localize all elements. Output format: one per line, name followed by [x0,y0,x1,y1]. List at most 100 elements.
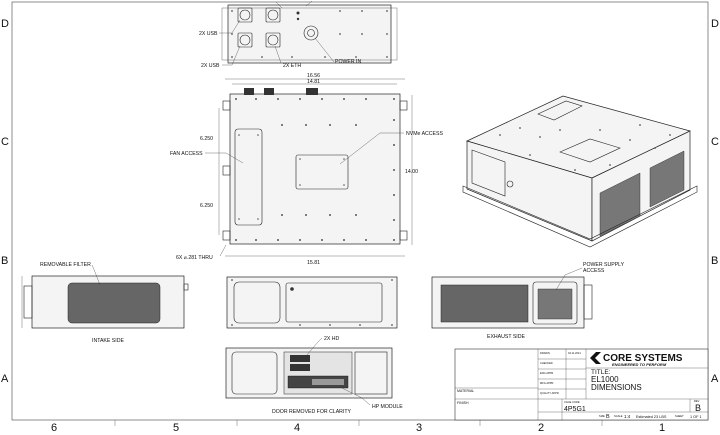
zone-row-d-right: D [711,18,719,30]
leader-line [274,45,282,64]
tb-drawn: DRAWN [540,351,550,355]
center-side-plate [226,276,398,329]
tb-material: MATERIAL [457,389,474,393]
exhaust-side-view: POWER SUPPLY ACCESS EXHAUST SIDE [431,262,625,340]
status-led [296,17,300,21]
front-plate-screws [235,98,395,241]
zone-row-b-right: B [711,255,718,267]
zone-col-5: 5 [173,422,179,434]
tb-checked: CHECKED [540,361,553,365]
center-side-screws [231,279,393,326]
door-removed-view: 2X HD HP MODULE DOOR REMOVED FOR CLARITY [225,336,403,415]
tb-eng-appr: ENG APPR [540,371,553,375]
tb-rev-value: B [695,403,701,413]
status-led [296,11,300,15]
tb-sheet-value: 1 OF 1 [690,415,702,419]
title-block-frame [454,348,709,421]
title-block: DRAWN 04.11.2021 CHECKED ENG APPR MFG AP… [454,348,709,421]
eth-connector-ring [267,9,279,21]
eth-connector [265,7,281,23]
front-enclosure-plate [229,93,401,245]
hard-drive [290,355,310,362]
label-door-removed: DOOR REMOVED FOR CLARITY [272,409,352,415]
tb-finish: FINISH [457,401,469,405]
top-connector [306,88,318,95]
usb-connector-ring [239,9,251,21]
center-side-view [226,276,398,329]
tb-cage-value: 4P5G1 [564,406,586,413]
label-2x-eth: 2X ETH [283,63,301,69]
iso-vent-grille [599,172,641,237]
dim-6-250-upper: 6.250 [200,136,213,142]
label-2x-usb-lower: 2X USB [201,63,220,69]
iso-top-panel [537,100,583,121]
psu-vent-grille [537,288,573,320]
tb-cage-code: CAGE CODE [564,400,580,404]
tb-size-label: SIZE [599,414,605,418]
zone-col-6: 6 [51,422,57,434]
tb-title-label: TITLE: [591,369,611,376]
leader-line [219,19,241,34]
usb-connector [237,7,253,23]
zone-row-a-left: A [1,373,9,385]
power-connector-inner [307,29,315,37]
iso-base-flange [462,185,698,248]
leader-line [555,267,583,291]
mounting-tab [399,100,408,111]
removable-filter-grille [67,282,161,324]
connector-panel-flange [221,7,398,61]
center-side-panel [233,281,281,324]
connector-panel-view: 2X USB 2X USB 2X ETH POWER IN [199,0,398,69]
intake-side-handle [23,285,33,319]
dim-15-81: 15.81 [307,260,320,266]
tb-mfg-appr: MFG APPR [540,381,554,385]
logo-company: CORE SYSTEMS [603,353,683,364]
bay-left-panel [231,351,278,395]
label-power-supply: POWER SUPPLY [583,262,625,268]
approval-rows [538,358,586,390]
iso-vent-grille [649,150,685,208]
nvme-access-panel [295,154,349,190]
leader-line [91,264,101,286]
leader-line [219,244,227,257]
tb-date: 04.11.2021 [568,351,581,355]
zone-col-1: 1 [659,422,665,434]
hard-drive [290,364,310,371]
mounting-tab [222,165,231,176]
tb-rev-label: REV [694,399,700,403]
iso-top-panel [559,138,621,163]
power-supply-access-panel [532,281,578,325]
iso-connector [506,180,514,188]
leader-line [339,132,404,165]
zone-col-2: 2 [538,422,544,434]
tb-title-line1: EL1000 [591,375,619,384]
label-power-in: POWER IN [335,59,361,65]
tb-title-line2: DIMENSIONS [591,383,642,392]
top-connector [244,88,254,95]
zone-col-4: 4 [294,422,300,434]
mounting-tab [222,230,231,241]
hp-module-slot [312,379,344,385]
label-fan-access: FAN ACCESS [170,151,203,157]
label-hp-module: HP MODULE [372,404,403,410]
tb-weight: Estimated 23 LBS [636,415,667,419]
eth-connector [265,32,281,48]
mounting-tab [222,100,231,111]
zone-col-3: 3 [416,422,422,434]
intake-side-view: REMOVABLE FILTER INTAKE SIDE [21,262,189,344]
usb-connector [237,32,253,48]
fan-access-panel [234,128,263,226]
tb-sheet-label: SHEET [675,414,684,418]
intake-side-foot [183,283,189,291]
tb-scale-value: 1:4 [624,414,631,419]
connector-panel [227,4,392,64]
label-mount-holes: 6X ⌀.281 THRU [176,255,213,261]
logo-mark [590,352,601,364]
zone-rows: D C B A D C B A [1,18,719,385]
leader-line [314,37,335,63]
bay-right-rail [354,351,388,395]
zone-row-b-left: B [1,255,8,267]
eth-connector-ring [267,34,279,46]
tb-scale-label: SCALE [614,414,623,418]
label-2x-usb-upper: 2X USB [199,31,218,37]
